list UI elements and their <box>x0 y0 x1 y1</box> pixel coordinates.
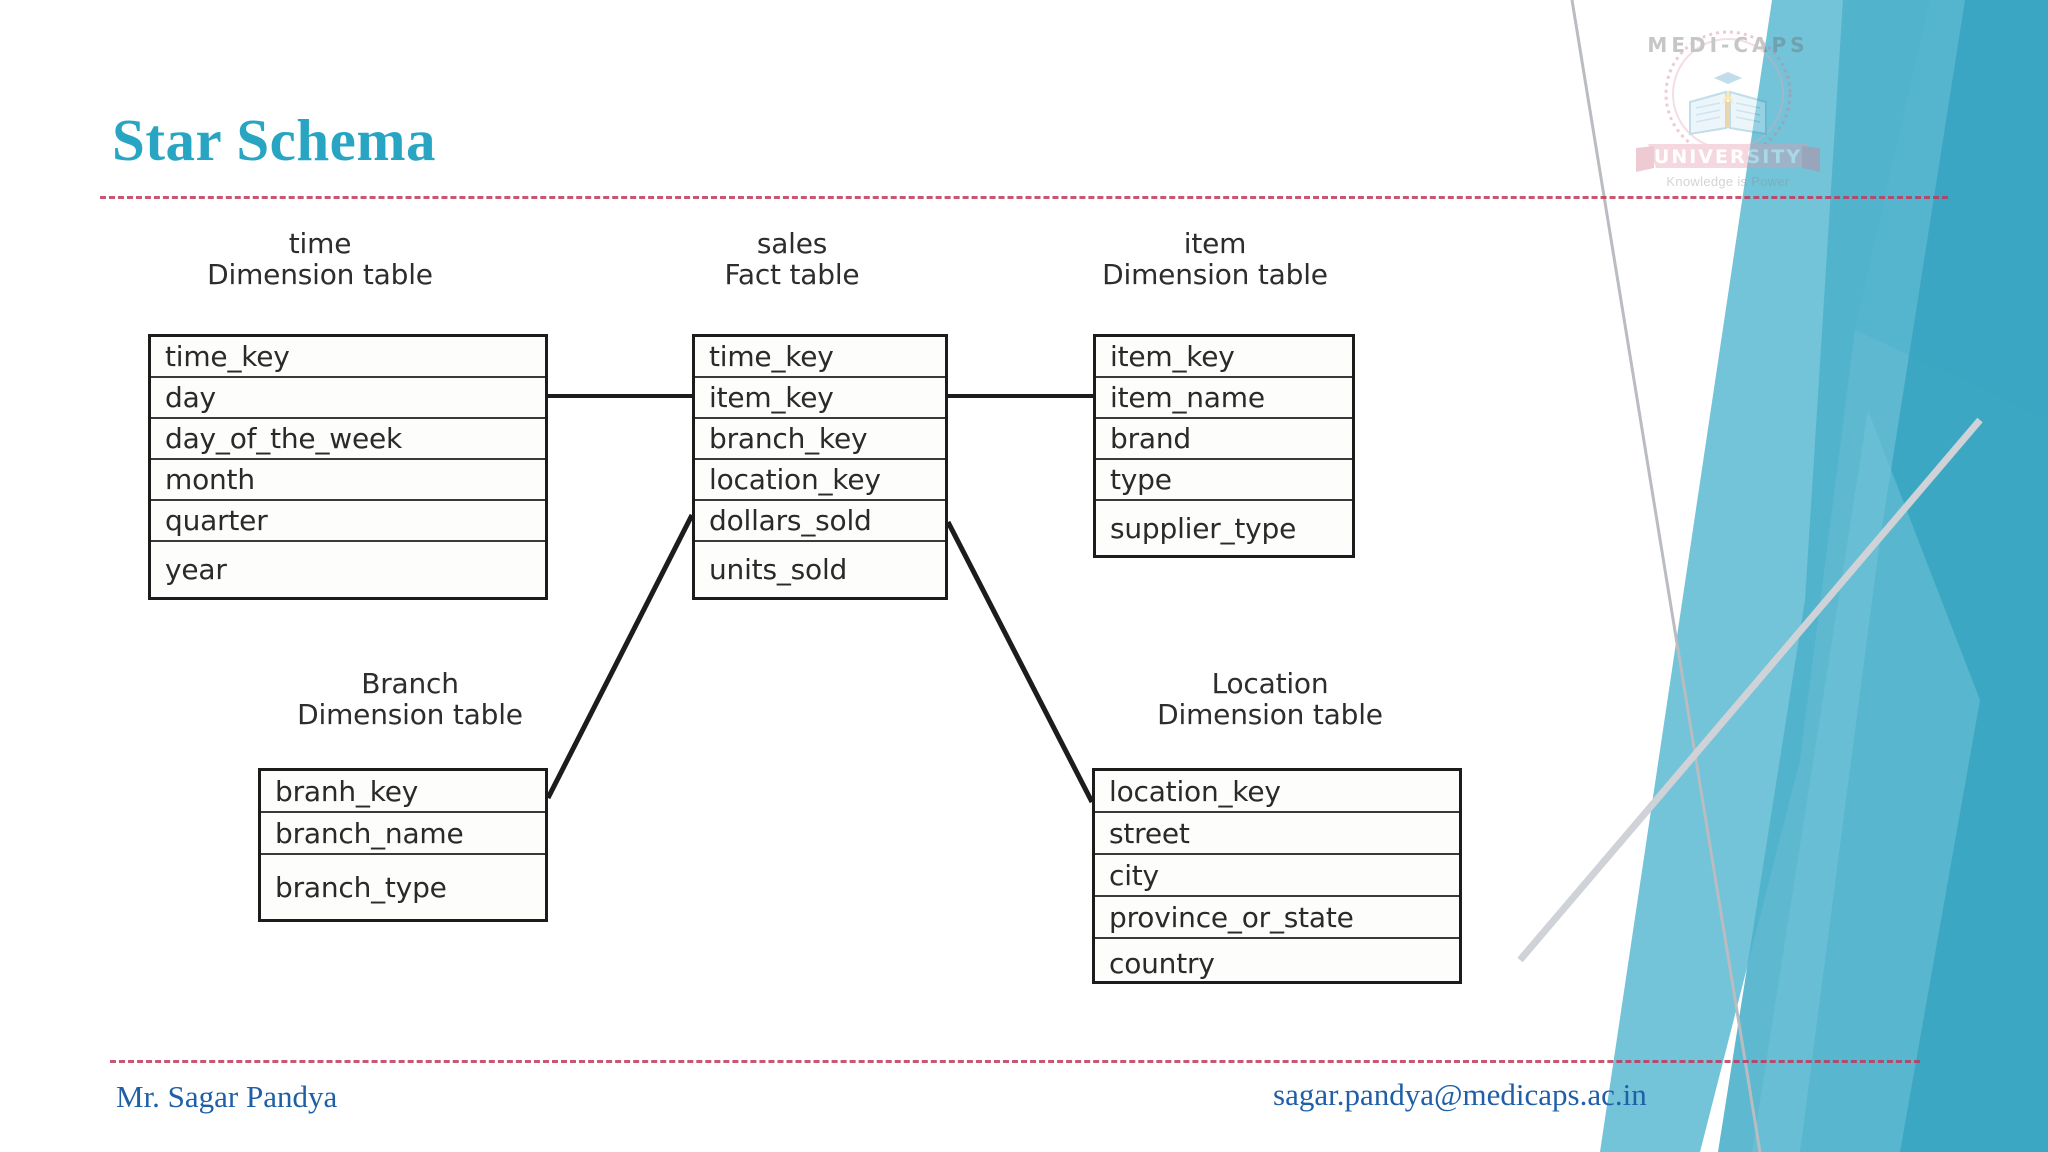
field-row: time_key <box>151 337 545 378</box>
field-row: location_key <box>1095 771 1459 813</box>
field-row: day_of_the_week <box>151 419 545 460</box>
field-row: quarter <box>151 501 545 542</box>
field-row: brand <box>1096 419 1352 460</box>
field-row: location_key <box>695 460 945 501</box>
table-caption-item: item Dimension table <box>1102 227 1328 292</box>
footer-author: Mr. Sagar Pandya <box>116 1079 338 1114</box>
logo-emblem: MEDI-CAPS UNIVERSITY <box>1636 30 1820 172</box>
table-branch: branh_key branch_name branch_type <box>258 768 548 922</box>
field-row: year <box>165 553 227 586</box>
field-row: supplier_type <box>1110 512 1297 545</box>
field-row: month <box>151 460 545 501</box>
field-row: branch_name <box>261 813 545 855</box>
footer-email: sagar.pandya@medicaps.ac.in <box>1273 1077 1647 1112</box>
header-divider <box>100 196 1948 199</box>
table-caption-time: time Dimension table <box>207 227 433 292</box>
medicaps-university-logo: MEDI-CAPS UNIVERSITY Knowledge is Power <box>1628 16 1828 191</box>
page-title: Star Schema <box>112 107 436 173</box>
table-caption-branch: Branch Dimension table <box>297 667 523 732</box>
field-row: branh_key <box>261 771 545 813</box>
table-time: time_key day day_of_the_week month quart… <box>148 334 548 600</box>
field-row: type <box>1096 460 1352 501</box>
table-location: location_key street city province_or_sta… <box>1092 768 1462 984</box>
field-row: units_sold <box>709 553 848 586</box>
field-row: day <box>151 378 545 419</box>
field-row: city <box>1095 855 1459 897</box>
table-item: item_key item_name brand type supplier_t… <box>1093 334 1355 558</box>
logo-tagline: Knowledge is Power <box>1666 174 1790 189</box>
table-caption-location: Location Dimension table <box>1157 667 1383 732</box>
field-row: dollars_sold <box>695 501 945 542</box>
field-row: item_key <box>1096 337 1352 378</box>
table-sales: time_key item_key branch_key location_ke… <box>692 334 948 600</box>
field-row: branch_key <box>695 419 945 460</box>
table-caption-sales: sales Fact table <box>724 227 860 292</box>
field-row: province_or_state <box>1095 897 1459 939</box>
footer-divider <box>110 1060 1920 1063</box>
svg-text:MEDI-CAPS: MEDI-CAPS <box>1647 33 1808 57</box>
field-row: item_key <box>695 378 945 419</box>
svg-text:UNIVERSITY: UNIVERSITY <box>1654 146 1802 168</box>
field-row: item_name <box>1096 378 1352 419</box>
field-row: street <box>1095 813 1459 855</box>
field-row: branch_type <box>275 870 447 904</box>
field-row: country <box>1109 946 1215 980</box>
connector-sales-branch <box>545 513 695 800</box>
connector-sales-location <box>945 520 1095 804</box>
field-row: time_key <box>695 337 945 378</box>
